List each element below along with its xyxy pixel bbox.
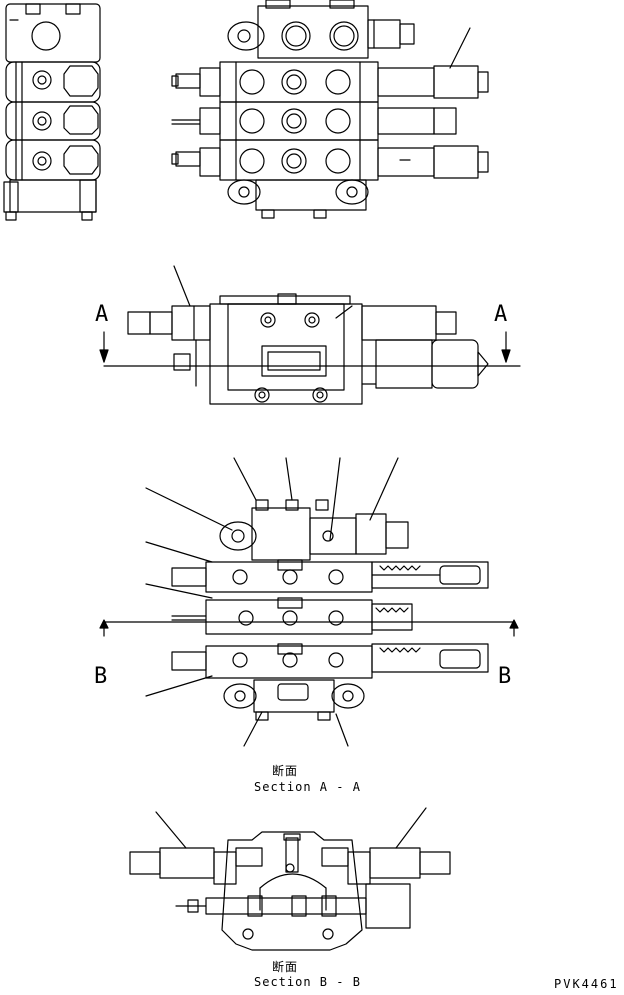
section-b-marker-left: B <box>94 664 108 689</box>
section-b-title-jp: 断面 <box>272 960 299 974</box>
section-a-title: Section A - A <box>254 780 361 794</box>
section-b-title: Section B - B <box>254 975 361 989</box>
drawing-id: PVK4461 <box>554 977 619 991</box>
section-b-cut-line <box>99 619 519 637</box>
side-view <box>127 265 489 405</box>
top-view <box>171 0 489 219</box>
section-a-marker-left: A <box>95 302 109 327</box>
section-a-marker-right: A <box>494 302 508 327</box>
section-b-drawing <box>129 807 451 951</box>
section-a-title-jp: 断面 <box>272 764 299 778</box>
end-view <box>3 3 101 221</box>
section-b-marker-right: B <box>498 664 512 689</box>
section-a-drawing <box>145 457 489 747</box>
section-a-cut-line <box>99 331 521 367</box>
